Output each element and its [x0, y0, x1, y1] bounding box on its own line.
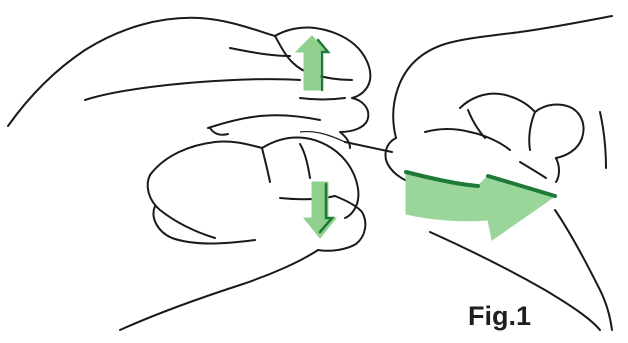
pull-arrow-right-icon [406, 172, 555, 240]
thumb-arrow-up-icon [296, 36, 328, 90]
finger-arrow-down-icon [304, 182, 336, 238]
thread-loop [300, 132, 345, 142]
left-hand-lower [120, 137, 365, 330]
figure-caption: Fig.1 [468, 303, 531, 330]
right-hand [385, 16, 612, 330]
